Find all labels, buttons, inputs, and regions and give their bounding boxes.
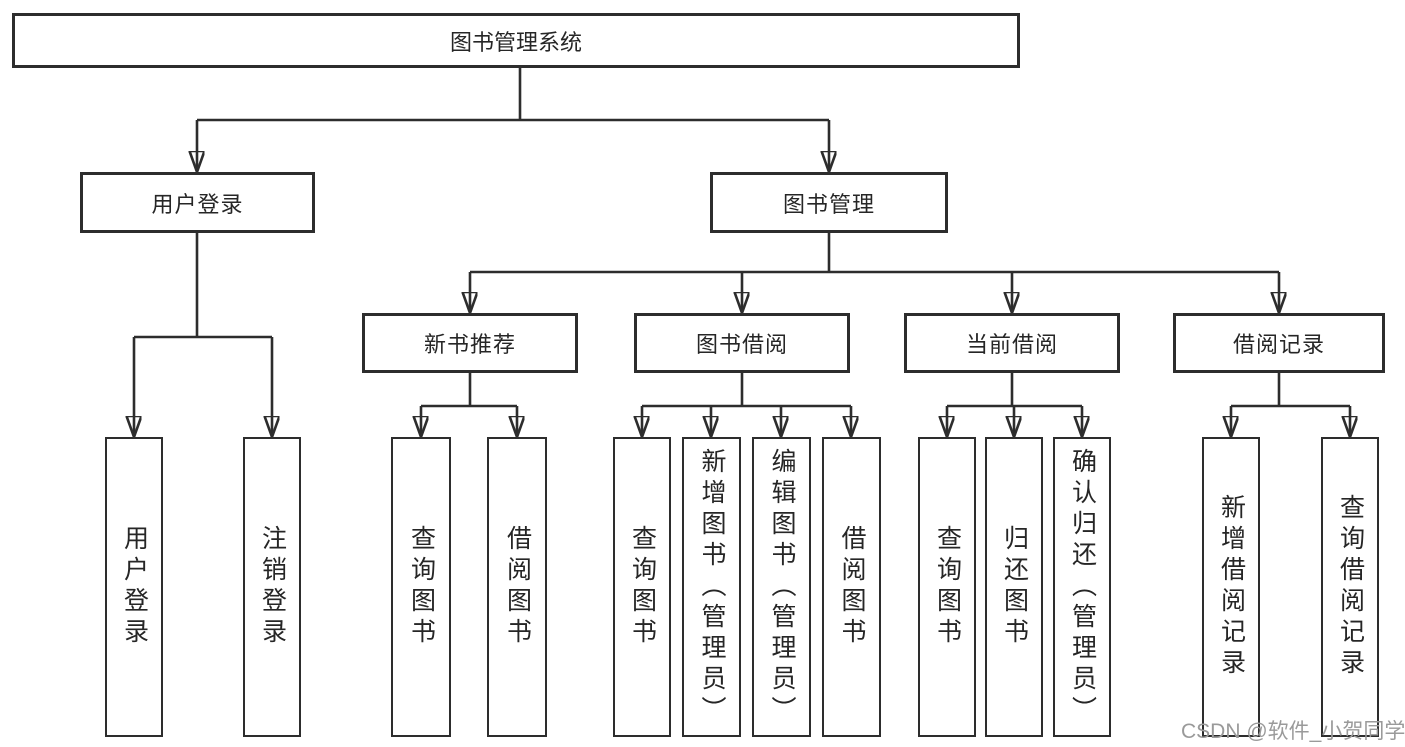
node-user-login: 用户登录 [80, 172, 315, 233]
node-label: 借阅图书 [838, 525, 866, 649]
node-label: 查询图书 [933, 525, 962, 649]
leaf-query-book-1: 查询图书 [391, 437, 451, 737]
leaf-logout: 注销登录 [243, 437, 301, 737]
node-new-book-recommend: 新书推荐 [362, 313, 578, 373]
leaf-edit-book-admin: 编辑图书（管理员） [752, 437, 811, 737]
node-label: 用户登录 [151, 191, 244, 217]
node-label: 图书管理 [782, 191, 875, 217]
node-book-management: 图书管理 [710, 172, 948, 233]
leaf-confirm-return-admin: 确认归还（管理员） [1053, 437, 1111, 737]
node-label: 新增图书（管理员） [698, 447, 726, 727]
leaf-query-book-2: 查询图书 [613, 437, 671, 737]
node-label: 查询图书 [628, 525, 657, 649]
leaf-query-borrow-record: 查询借阅记录 [1321, 437, 1379, 737]
csdn-watermark: CSDN @软件_小贺同学 [1181, 720, 1405, 743]
node-label: 图书管理系统 [449, 29, 582, 55]
node-label: 查询借阅记录 [1336, 494, 1365, 680]
node-label: 新增借阅记录 [1217, 494, 1246, 680]
leaf-borrow-book-2: 借阅图书 [822, 437, 881, 737]
leaf-add-book-admin: 新增图书（管理员） [682, 437, 741, 737]
node-label: 图书借阅 [695, 332, 788, 357]
node-label: 查询图书 [407, 525, 436, 649]
leaf-add-borrow-record: 新增借阅记录 [1202, 437, 1260, 737]
leaf-user-login: 用户登录 [105, 437, 163, 737]
node-label: 确认归还（管理员） [1068, 447, 1097, 727]
node-borrow-records: 借阅记录 [1173, 313, 1385, 373]
node-library-management-system: 图书管理系统 [12, 13, 1020, 68]
node-label: 当前借阅 [965, 332, 1058, 357]
node-label: 归还图书 [1000, 525, 1029, 649]
node-label: 用户登录 [120, 525, 149, 649]
node-label: 编辑图书（管理员） [768, 447, 796, 727]
leaf-borrow-book-1: 借阅图书 [487, 437, 547, 737]
node-label: 借阅记录 [1232, 332, 1325, 357]
node-current-borrow: 当前借阅 [904, 313, 1120, 373]
leaf-return-book: 归还图书 [985, 437, 1043, 737]
node-book-borrow: 图书借阅 [634, 313, 850, 373]
node-label: 借阅图书 [503, 525, 532, 649]
leaf-query-book-3: 查询图书 [918, 437, 976, 737]
node-label: 注销登录 [258, 525, 287, 649]
node-label: 新书推荐 [423, 332, 516, 357]
